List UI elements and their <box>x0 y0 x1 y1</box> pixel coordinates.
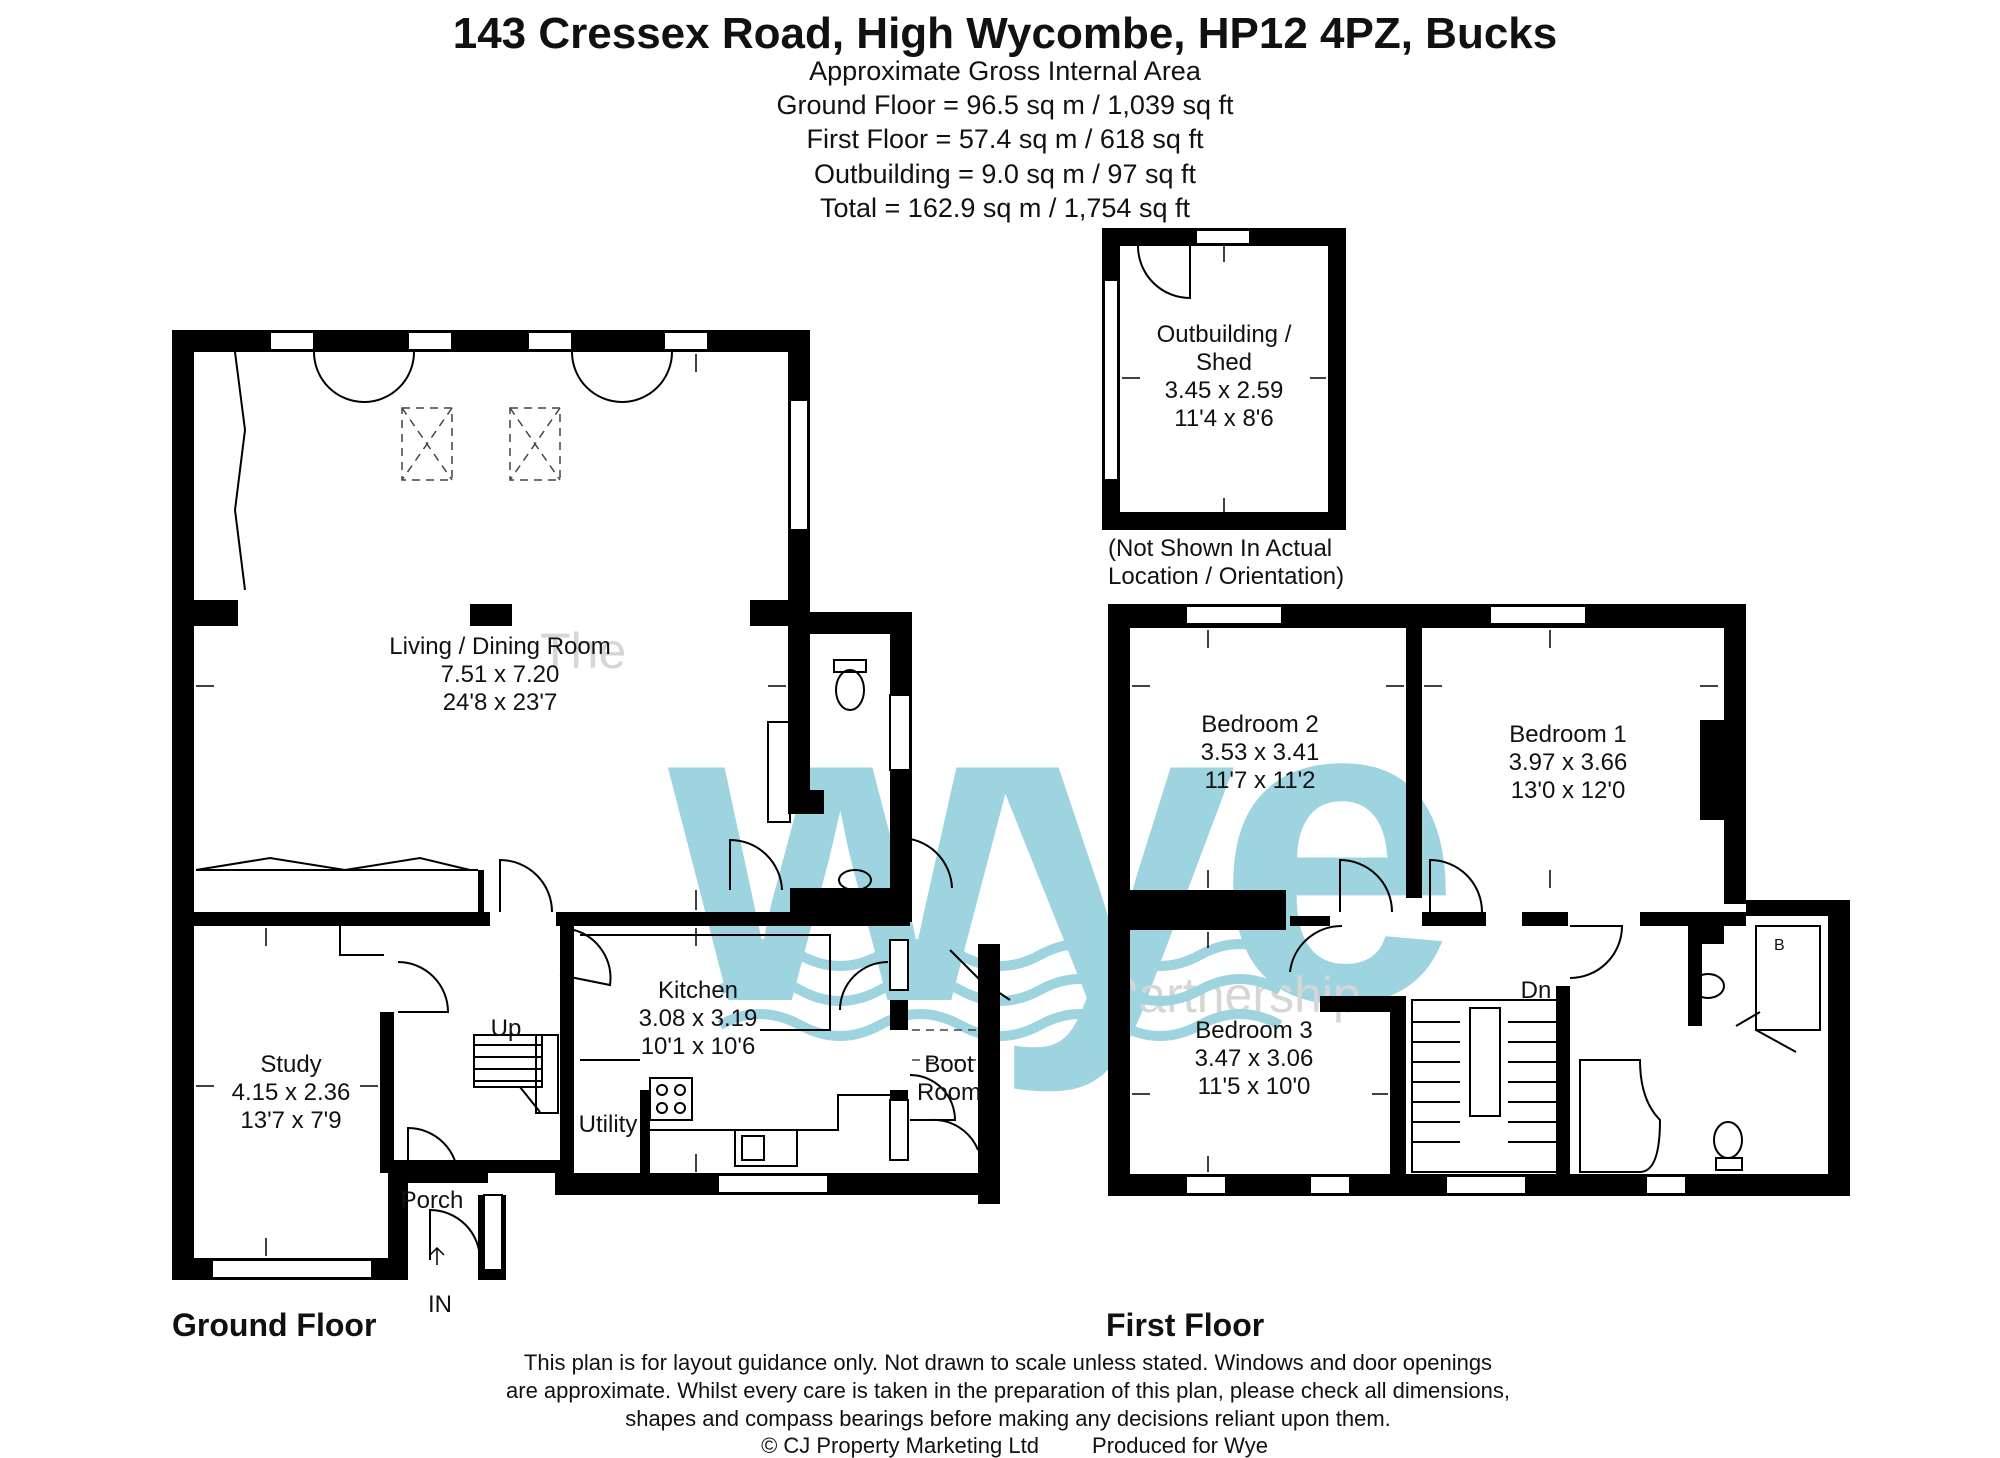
bedroom2-metric: 3.53 x 3.41 <box>1201 739 1320 766</box>
living-dimension-arrows <box>196 354 786 1256</box>
copyright: © CJ Property Marketing Ltd <box>761 1433 1039 1458</box>
boiler-label: B <box>1774 937 1785 954</box>
bedroom1-name: Bedroom 1 <box>1509 721 1626 748</box>
outbuilding-name-line1: Outbuilding / <box>1157 321 1292 348</box>
bedroom2-name: Bedroom 2 <box>1201 711 1318 738</box>
outbuilding-plan: Outbuilding / Shed 3.45 x 2.59 11'4 x 8'… <box>1102 228 1346 590</box>
outbuilding-note-line1: (Not Shown In Actual <box>1108 535 1332 562</box>
bedroom1-metric: 3.97 x 3.66 <box>1509 749 1628 776</box>
page-title: 143 Cressex Road, High Wycombe, HP12 4PZ… <box>453 9 1558 58</box>
living-room-metric: 7.51 x 7.20 <box>441 661 560 688</box>
header: 143 Cressex Road, High Wycombe, HP12 4PZ… <box>453 9 1558 223</box>
bedroom2-imperial: 11'7 x 11'2 <box>1204 767 1315 794</box>
living-room-name: Living / Dining Room <box>389 633 610 660</box>
entrance-label: IN <box>428 1291 452 1318</box>
disclaimer: This plan is for layout guidance only. N… <box>506 1350 1510 1458</box>
first-floor-label: First Floor <box>1106 1307 1264 1343</box>
first-floor-area: First Floor = 57.4 sq m / 618 sq ft <box>807 124 1204 154</box>
ground-floor-area: Ground Floor = 96.5 sq m / 1,039 sq ft <box>777 90 1234 120</box>
ground-floor-plan <box>172 330 1011 1280</box>
outbuilding-note-line2: Location / Orientation) <box>1108 563 1344 590</box>
watermark-the: The <box>540 623 626 679</box>
boot-room-line1: Boot <box>924 1051 974 1078</box>
study-metric: 4.15 x 2.36 <box>232 1079 351 1106</box>
boot-room-line2: Room <box>917 1079 981 1106</box>
produced-for: Produced for Wye <box>1092 1433 1268 1458</box>
kitchen-name: Kitchen <box>658 977 738 1004</box>
study-imperial: 13'7 x 7'9 <box>240 1107 341 1134</box>
bedroom3-imperial: 11'5 x 10'0 <box>1198 1073 1311 1100</box>
disclaimer-line2: are approximate. Whilst every care is ta… <box>506 1378 1510 1403</box>
porch-label: Porch <box>401 1187 464 1214</box>
kitchen-metric: 3.08 x 3.19 <box>639 1005 758 1032</box>
disclaimer-line3: shapes and compass bearings before makin… <box>625 1406 1391 1431</box>
outbuilding-name-line2: Shed <box>1196 349 1252 376</box>
area-heading: Approximate Gross Internal Area <box>809 56 1202 86</box>
bedroom3-metric: 3.47 x 3.06 <box>1195 1045 1314 1072</box>
outbuilding-area: Outbuilding = 9.0 sq m / 97 sq ft <box>814 159 1196 189</box>
ground-floor-label: Ground Floor <box>172 1307 376 1343</box>
bedroom3-name: Bedroom 3 <box>1195 1017 1312 1044</box>
study-name: Study <box>260 1051 321 1078</box>
total-area: Total = 162.9 sq m / 1,754 sq ft <box>820 193 1190 223</box>
first-floor-plan: B Bedroom 2 3.53 x 3.41 11'7 x 11'2 Bedr… <box>1106 604 1850 1343</box>
outbuilding-metric: 3.45 x 2.59 <box>1165 377 1284 404</box>
stairs-up-label: Up <box>491 1015 522 1042</box>
utility-label: Utility <box>579 1111 638 1138</box>
kitchen-imperial: 10'1 x 10'6 <box>641 1033 756 1060</box>
outbuilding-imperial: 11'4 x 8'6 <box>1174 405 1273 432</box>
living-room-imperial: 24'8 x 23'7 <box>443 689 558 716</box>
ground-floor-labels: Living / Dining Room 7.51 x 7.20 24'8 x … <box>172 633 981 1343</box>
bedroom1-imperial: 13'0 x 12'0 <box>1511 777 1626 804</box>
stairs-down-label: Dn <box>1521 977 1552 1004</box>
disclaimer-line1: This plan is for layout guidance only. N… <box>524 1350 1492 1375</box>
